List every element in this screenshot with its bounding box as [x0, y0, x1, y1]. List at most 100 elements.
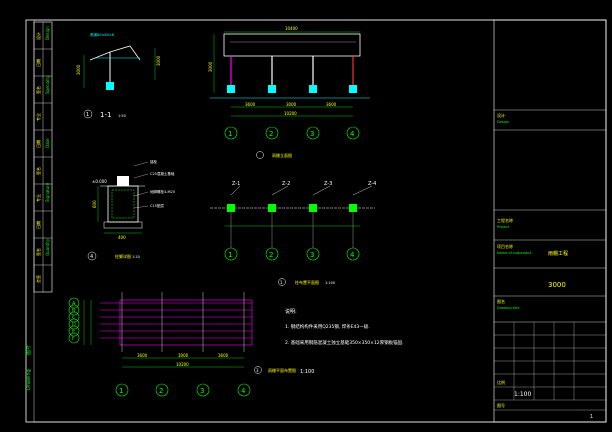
- strip-label: 日期: [35, 59, 41, 67]
- tb-subproject-en: Name of subproject: [497, 251, 532, 255]
- found-mark: 4: [90, 254, 93, 260]
- foundation-detail: ±0.000 600 400 锚栓 C25混凝土基础 地脚螺栓4-M20 C15…: [87, 159, 175, 261]
- strip-label: 会签: [35, 275, 41, 283]
- plan-grid-3: 3: [310, 251, 314, 259]
- elevation-columns: [210, 56, 370, 99]
- canopy-caption: 雨棚平面布置图: [268, 367, 296, 373]
- drawing-frame: [25, 19, 607, 423]
- elev-total-below: 10200: [284, 111, 297, 116]
- section-scale: 1:50: [118, 114, 126, 118]
- plan-bay-2: 3000: [178, 353, 189, 358]
- plan-row-b: B: [72, 308, 76, 314]
- canopy-mark: 3: [256, 368, 259, 373]
- svg-text:Drawing: Drawing: [26, 369, 32, 390]
- found-width: 400: [118, 235, 126, 240]
- svg-text:Specialty: Specialty: [45, 75, 50, 94]
- notes-title: 说明:: [285, 308, 297, 315]
- plan-z1: Z-1: [232, 181, 240, 187]
- section-title: 1-1: [100, 111, 111, 119]
- elev-bay-3: 3600: [326, 102, 337, 107]
- elev-span-total: 10400: [285, 26, 298, 31]
- canopy-grid-4: 4: [241, 387, 246, 395]
- tb-design-en: Design: [497, 120, 509, 124]
- elev-grid-4: 4: [350, 130, 355, 138]
- found-scale: 1:20: [132, 255, 140, 259]
- tb-drawing-title-label: 图名: [497, 298, 505, 304]
- plan-grid-1: 1: [228, 251, 232, 259]
- column-stub: [117, 176, 129, 186]
- found-note-2: C25混凝土基础: [150, 171, 175, 176]
- tb-drawing-title-en: Drawing title: [497, 306, 520, 310]
- plan-row-f: F: [72, 336, 75, 342]
- plan-columns: [227, 204, 357, 212]
- tb-subproject-label: 项目名称: [497, 243, 513, 249]
- section-1-1: 3000 3000 角钢80×80×8 1 1-1 1:50: [76, 32, 161, 119]
- canopy-grid-1: 1: [119, 387, 123, 395]
- left-strip: 设计 日期 签名 专业 日期 签名 专业 日期 签名 会签 Design Spe…: [26, 21, 53, 390]
- svg-text:Design: Design: [45, 26, 50, 40]
- strip-label: 设计: [35, 32, 41, 40]
- svg-text:图号: 图号: [26, 345, 32, 355]
- strip-label: 专业: [35, 194, 41, 202]
- plan-grid-2: 2: [269, 251, 273, 259]
- found-elev: ±0.000: [92, 179, 107, 184]
- plan-bay-1: 3600: [137, 353, 148, 358]
- tb-drawing-no-label: 图号: [497, 402, 505, 408]
- canopy-grid-2: 2: [159, 387, 163, 395]
- plan-row-e: E: [72, 329, 75, 335]
- tb-sheet: 1: [590, 414, 593, 420]
- plan-z2: Z-2: [282, 181, 290, 187]
- column-plan: Z-1 Z-2 Z-3 Z-4 1 2 3 4 1 柱布置平面图 1:100: [210, 181, 376, 286]
- title-block: 设计 Design 工程名称 Project 雨棚工程 项目名称 Name of…: [493, 19, 607, 423]
- section-dim-left: 3000: [76, 64, 81, 75]
- canopy-plan: A B C D E F 3600 3000 3600 10200 1 2 3 4…: [68, 292, 314, 397]
- plan-row-a: A: [72, 301, 76, 307]
- elev-bay-1: 3600: [245, 102, 256, 107]
- column-base: [106, 82, 114, 90]
- svg-text:Signature: Signature: [45, 182, 50, 202]
- tb-project-value: 雨棚工程: [548, 250, 568, 257]
- elev-height: 3000: [208, 61, 213, 72]
- elev-grid-2: 2: [269, 130, 273, 138]
- canopy-beam: [223, 33, 361, 57]
- elev-caption: 雨棚立面图: [272, 152, 292, 158]
- tb-project-label: 工程名称: [497, 217, 513, 223]
- plan-row-c: C: [72, 315, 76, 321]
- svg-text:Quantity: Quantity: [45, 238, 50, 256]
- strip-label: 日期: [35, 140, 41, 148]
- plan-scale: 1:100: [325, 281, 335, 285]
- found-note-1: 锚栓: [150, 159, 157, 164]
- strip-label: 签名: [35, 248, 41, 256]
- notes-line-2: 2. 基础采用钢筋混凝土独立基础350×350×12厚钢板锚固.: [285, 339, 404, 346]
- notes: 说明: 1. 钢结构构件采用Q235钢, 焊条E43一级. 2. 基础采用钢筋混…: [285, 308, 404, 346]
- tb-scale-value: 1:100: [514, 391, 531, 398]
- elev-grid-3: 3: [310, 130, 314, 138]
- section-dim-right: 3000: [156, 55, 161, 66]
- canopy-grid-3: 3: [200, 387, 204, 395]
- plan-caption: 柱布置平面图: [295, 279, 319, 285]
- plan-grid-4: 4: [350, 251, 355, 259]
- found-height: 600: [92, 200, 97, 208]
- plan-z4: Z-4: [368, 181, 376, 187]
- found-caption: 柱脚详图: [115, 253, 131, 259]
- strip-label: 签名: [35, 167, 41, 175]
- strip-label: 签名: [35, 86, 41, 94]
- tb-scale-label: 比例: [497, 379, 505, 385]
- tb-subproject-value: 3000: [548, 281, 566, 289]
- plan-mark: 1: [280, 280, 283, 285]
- strip-label: 日期: [35, 221, 41, 229]
- section-note-top: 角钢80×80×8: [90, 32, 114, 37]
- tb-project-en: Project: [497, 225, 510, 229]
- tb-design-label: 设计: [497, 112, 505, 118]
- canopy-scale: 1:100: [300, 369, 314, 375]
- plan-row-d: D: [72, 322, 76, 328]
- top-elevation: 10400 3000 3600 3000 3600 10200 1 2 3 4: [208, 26, 370, 159]
- svg-text:Date: Date: [45, 138, 50, 148]
- plan-z3: Z-3: [324, 181, 332, 187]
- elev-grid-1: 1: [228, 130, 232, 138]
- found-note-4: C15垫层: [150, 203, 164, 208]
- notes-line-1: 1. 钢结构构件采用Q235钢, 焊条E43一级.: [285, 323, 370, 330]
- strip-label: 专业: [35, 113, 41, 121]
- plan-bay-3: 3600: [218, 353, 229, 358]
